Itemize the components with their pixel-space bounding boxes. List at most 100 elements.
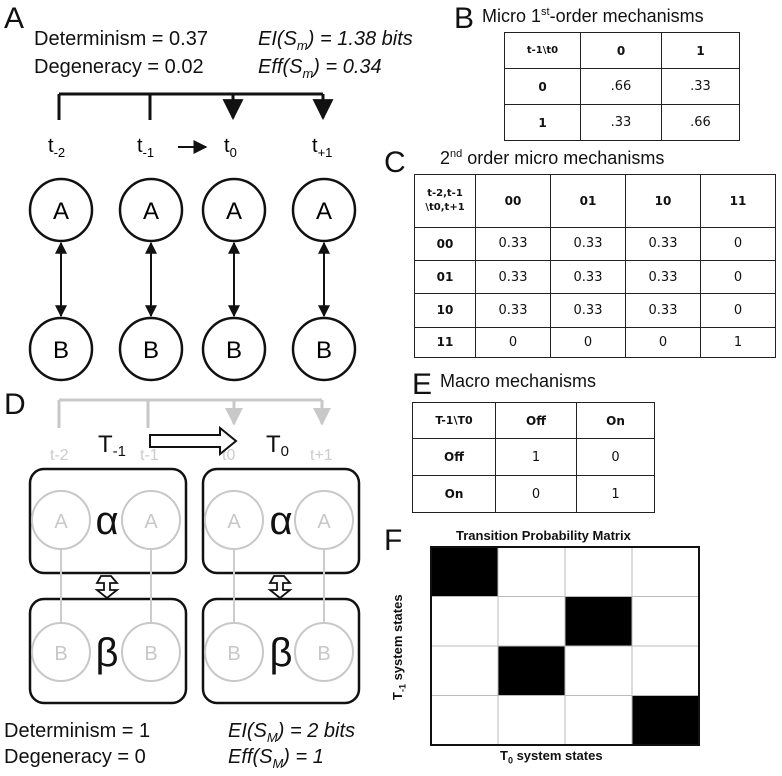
matrix-cell — [497, 695, 566, 746]
table-cell: 1 — [576, 475, 655, 513]
table-cell: .33 — [661, 68, 740, 105]
faint-node-a-label: A — [144, 511, 158, 533]
macro-time-T0: T0 — [266, 431, 289, 460]
panel-d-eff: Eff(SM) = 1 — [228, 746, 324, 771]
node-b — [118, 316, 184, 382]
table-cell: 0 — [576, 438, 655, 476]
transition-matrix — [430, 546, 700, 746]
matrix-cell — [564, 596, 633, 647]
table-cell: 0 — [700, 226, 776, 261]
col-header: 0 — [580, 32, 662, 69]
table-cell: .33 — [580, 104, 662, 141]
node-b — [201, 316, 267, 382]
table-row: 00 0.33 0.33 0.33 0 — [414, 226, 776, 261]
col-header: On — [576, 402, 655, 439]
hollow-double-arrow-left — [94, 575, 120, 600]
faint-node-b — [294, 622, 354, 682]
table-cell: 0 — [625, 326, 701, 359]
row-header: Off — [412, 438, 496, 476]
table-row: 10 0.33 0.33 0.33 0 — [414, 293, 776, 328]
node-a-label: A — [316, 198, 332, 225]
panel-c-letter: C — [384, 146, 406, 179]
table-cell: 0.33 — [625, 293, 701, 328]
faint-node-b — [204, 622, 264, 682]
beta-symbol-right: β — [269, 631, 292, 675]
faint-node-a — [121, 490, 181, 550]
panel-d-letter: D — [4, 388, 26, 421]
panel-a-eff: Eff(Sm) = 0.34 — [258, 56, 382, 81]
table-cell: 0 — [550, 326, 626, 359]
node-a — [201, 177, 267, 243]
faint-node-a — [31, 490, 91, 550]
table-cell: 0.33 — [625, 226, 701, 261]
row-header: On — [412, 475, 496, 513]
matrix-cell — [564, 695, 633, 746]
faint-node-b — [31, 622, 91, 682]
node-column-1: A B — [28, 177, 94, 382]
time-label-t+1: t+1 — [312, 135, 332, 160]
alpha-symbol-left: α — [95, 499, 118, 543]
faint-time-t-2: t-2 — [50, 447, 69, 464]
matrix-cell — [430, 645, 499, 696]
node-a-label: A — [226, 198, 242, 225]
row-header: 00 — [414, 226, 476, 261]
table-cell: 0.33 — [550, 293, 626, 328]
panel-a-determinism: Determinism = 0.37 — [34, 28, 208, 50]
matrix-border — [430, 546, 700, 746]
panel-d-determinism: Determinism = 1 — [4, 720, 151, 742]
table-row: 1 .33 .66 — [504, 104, 740, 141]
time-label-t-1: t-1 — [137, 135, 154, 160]
table-corner: T-1\T0 — [412, 402, 496, 439]
node-b-label: B — [226, 337, 242, 364]
panel-c-title: 2nd order micro mechanisms — [440, 148, 665, 168]
faint-node-b-label: B — [54, 643, 67, 665]
alpha-symbol-right: α — [269, 499, 292, 543]
panel-a-letter: A — [4, 2, 25, 35]
table-cell: .66 — [580, 68, 662, 105]
matrix-cell — [564, 645, 633, 696]
panel-f-title: Transition Probability Matrix — [456, 528, 631, 543]
col-header: 00 — [475, 174, 551, 228]
matrix-cell — [564, 546, 633, 597]
table-corner: t-1\t0 — [504, 32, 581, 69]
faint-bracket — [57, 398, 331, 428]
time-label-t-2: t-2 — [48, 135, 65, 160]
faint-node-b-label: B — [317, 643, 330, 665]
matrix-cell — [631, 645, 700, 696]
matrix-cell — [631, 596, 700, 647]
node-a — [118, 177, 184, 243]
table-cell: 0.33 — [625, 259, 701, 295]
col-header: 01 — [550, 174, 626, 228]
matrix-cell — [631, 695, 700, 746]
faint-node-b-label: B — [144, 643, 157, 665]
panel-a-ei: EI(Sm) = 1.38 bits — [258, 28, 413, 53]
table-cell: 0 — [475, 326, 551, 359]
faint-node-a-label: A — [227, 511, 241, 533]
col-header: 10 — [625, 174, 701, 228]
table-row: 11 0 0 0 1 — [414, 326, 776, 359]
matrix-cell — [497, 596, 566, 647]
row-header: 0 — [504, 68, 581, 105]
faint-node-a — [294, 490, 354, 550]
node-a — [28, 177, 94, 243]
node-a-label: A — [53, 198, 69, 225]
macro-time-T-1: T-1 — [98, 431, 126, 460]
node-b — [291, 316, 357, 382]
panel-b-title: Micro 1st-order mechanisms — [482, 6, 704, 26]
panel-e-letter: E — [412, 368, 433, 401]
node-b-label: B — [53, 337, 69, 364]
panel-a-degeneracy: Degeneracy = 0.02 — [34, 56, 204, 78]
row-header: 11 — [414, 326, 476, 359]
panel-b-table: t-1\t0 0 1 0 .66 .33 1 .33 .66 — [504, 32, 740, 141]
panel-f-xlabel: T0 system states — [500, 748, 603, 766]
panel-f-letter: F — [384, 524, 403, 557]
table-cell: 0 — [495, 475, 577, 513]
matrix-cell — [497, 546, 566, 597]
node-b — [28, 316, 94, 382]
node-column-3: A B — [201, 177, 267, 382]
table-row: 0 .66 .33 — [504, 68, 740, 105]
faint-node-a-label: A — [317, 511, 331, 533]
beta-symbol-left: β — [95, 631, 118, 675]
table-cell: 0.33 — [475, 226, 551, 261]
col-header: Off — [495, 402, 577, 439]
